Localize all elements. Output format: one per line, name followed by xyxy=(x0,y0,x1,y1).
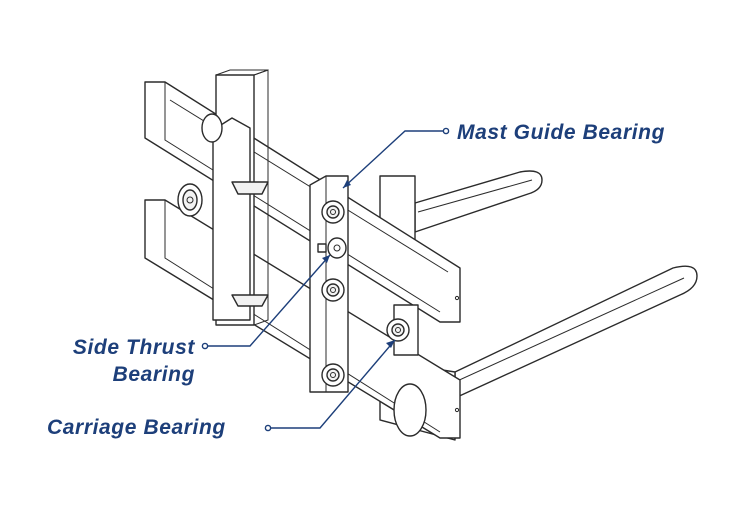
side-thrust-bearing-label-line2: Bearing xyxy=(112,363,195,386)
carriage-leader xyxy=(271,339,396,429)
plate-bearings xyxy=(321,200,345,387)
callout-leaders xyxy=(201,127,450,432)
side-thrust-leader-dot xyxy=(201,342,209,350)
fork-hook-plate xyxy=(212,117,269,321)
carriage-leader-dot xyxy=(264,424,272,432)
lower-roller xyxy=(393,383,427,437)
left-fork xyxy=(379,170,543,245)
side-thrust-bearing-label: Side Thrust Bearing xyxy=(73,334,195,388)
side-thrust-bearing-label-line1: Side Thrust xyxy=(72,336,195,359)
mast-guide-bearing-label: Mast Guide Bearing xyxy=(457,121,666,144)
carriage-bearing-assembly xyxy=(386,304,419,356)
carriage-bearing-label: Carriage Bearing xyxy=(47,416,226,439)
side-thrust-leader xyxy=(208,254,331,347)
side-thrust-roller xyxy=(317,237,347,259)
mast-guide-leader xyxy=(342,130,443,189)
mast-guide-leader-dot xyxy=(442,127,450,135)
left-rail-bearings xyxy=(177,113,223,217)
